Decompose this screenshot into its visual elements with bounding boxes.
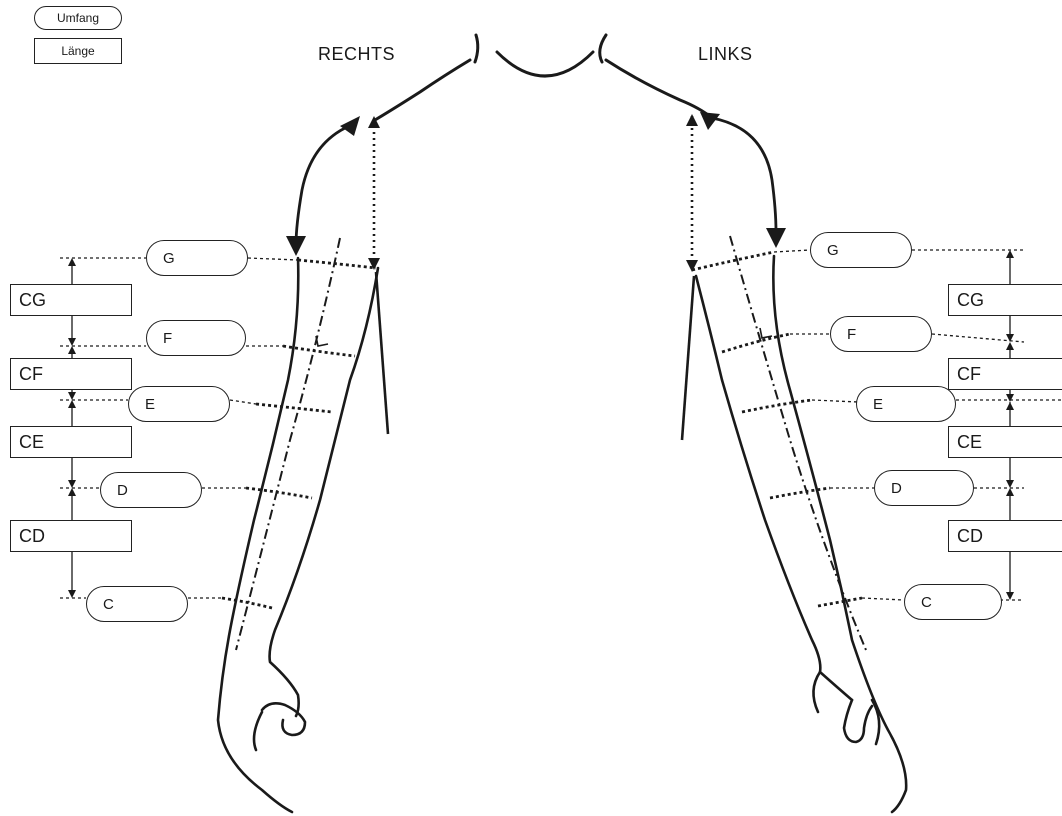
right-circumference-d[interactable]: D xyxy=(100,472,202,508)
right-length-ce[interactable]: CE xyxy=(10,426,132,458)
left-circumference-g[interactable]: G xyxy=(810,232,912,268)
left-length-cf[interactable]: CF xyxy=(948,358,1062,390)
left-circumference-d[interactable]: D xyxy=(874,470,974,506)
arrowhead-icon xyxy=(340,116,360,136)
left-shoulder-arc xyxy=(712,118,776,232)
right-arm-axis xyxy=(236,238,340,650)
right-length-cg[interactable]: CG xyxy=(10,284,132,316)
arrowhead-icon xyxy=(700,112,720,130)
right-length-cd[interactable]: CD xyxy=(10,520,132,552)
legend-length: Länge xyxy=(34,38,122,64)
left-length-cg[interactable]: CG xyxy=(948,284,1062,316)
arrowhead-icon xyxy=(686,114,698,126)
right-arm-inner-line xyxy=(376,272,388,434)
legend-circumference: Umfang xyxy=(34,6,122,30)
left-arm-inner-line xyxy=(682,276,694,440)
left-circumference-f[interactable]: F xyxy=(830,316,932,352)
arrowhead-icon xyxy=(686,260,698,272)
right-circumference-c[interactable]: C xyxy=(86,586,188,622)
right-circumference-f[interactable]: F xyxy=(146,320,246,356)
left-length-ce[interactable]: CE xyxy=(948,426,1062,458)
left-circumference-c[interactable]: C xyxy=(904,584,1002,620)
shoulder-outlines xyxy=(375,60,712,120)
left-circumference-e[interactable]: E xyxy=(856,386,956,422)
heading-left: LINKS xyxy=(698,44,753,65)
left-angle-mark xyxy=(760,328,772,338)
arrowhead-icon xyxy=(286,236,306,256)
right-length-cf[interactable]: CF xyxy=(10,358,132,390)
arrowhead-icon xyxy=(766,228,786,248)
left-length-cd[interactable]: CD xyxy=(948,520,1062,552)
heading-right: RECHTS xyxy=(318,44,395,65)
right-circumference-e[interactable]: E xyxy=(128,386,230,422)
left-arm-axis xyxy=(730,236,866,650)
neck-outline xyxy=(475,35,606,76)
right-shoulder-arc xyxy=(296,124,354,245)
right-circumference-g[interactable]: G xyxy=(146,240,248,276)
